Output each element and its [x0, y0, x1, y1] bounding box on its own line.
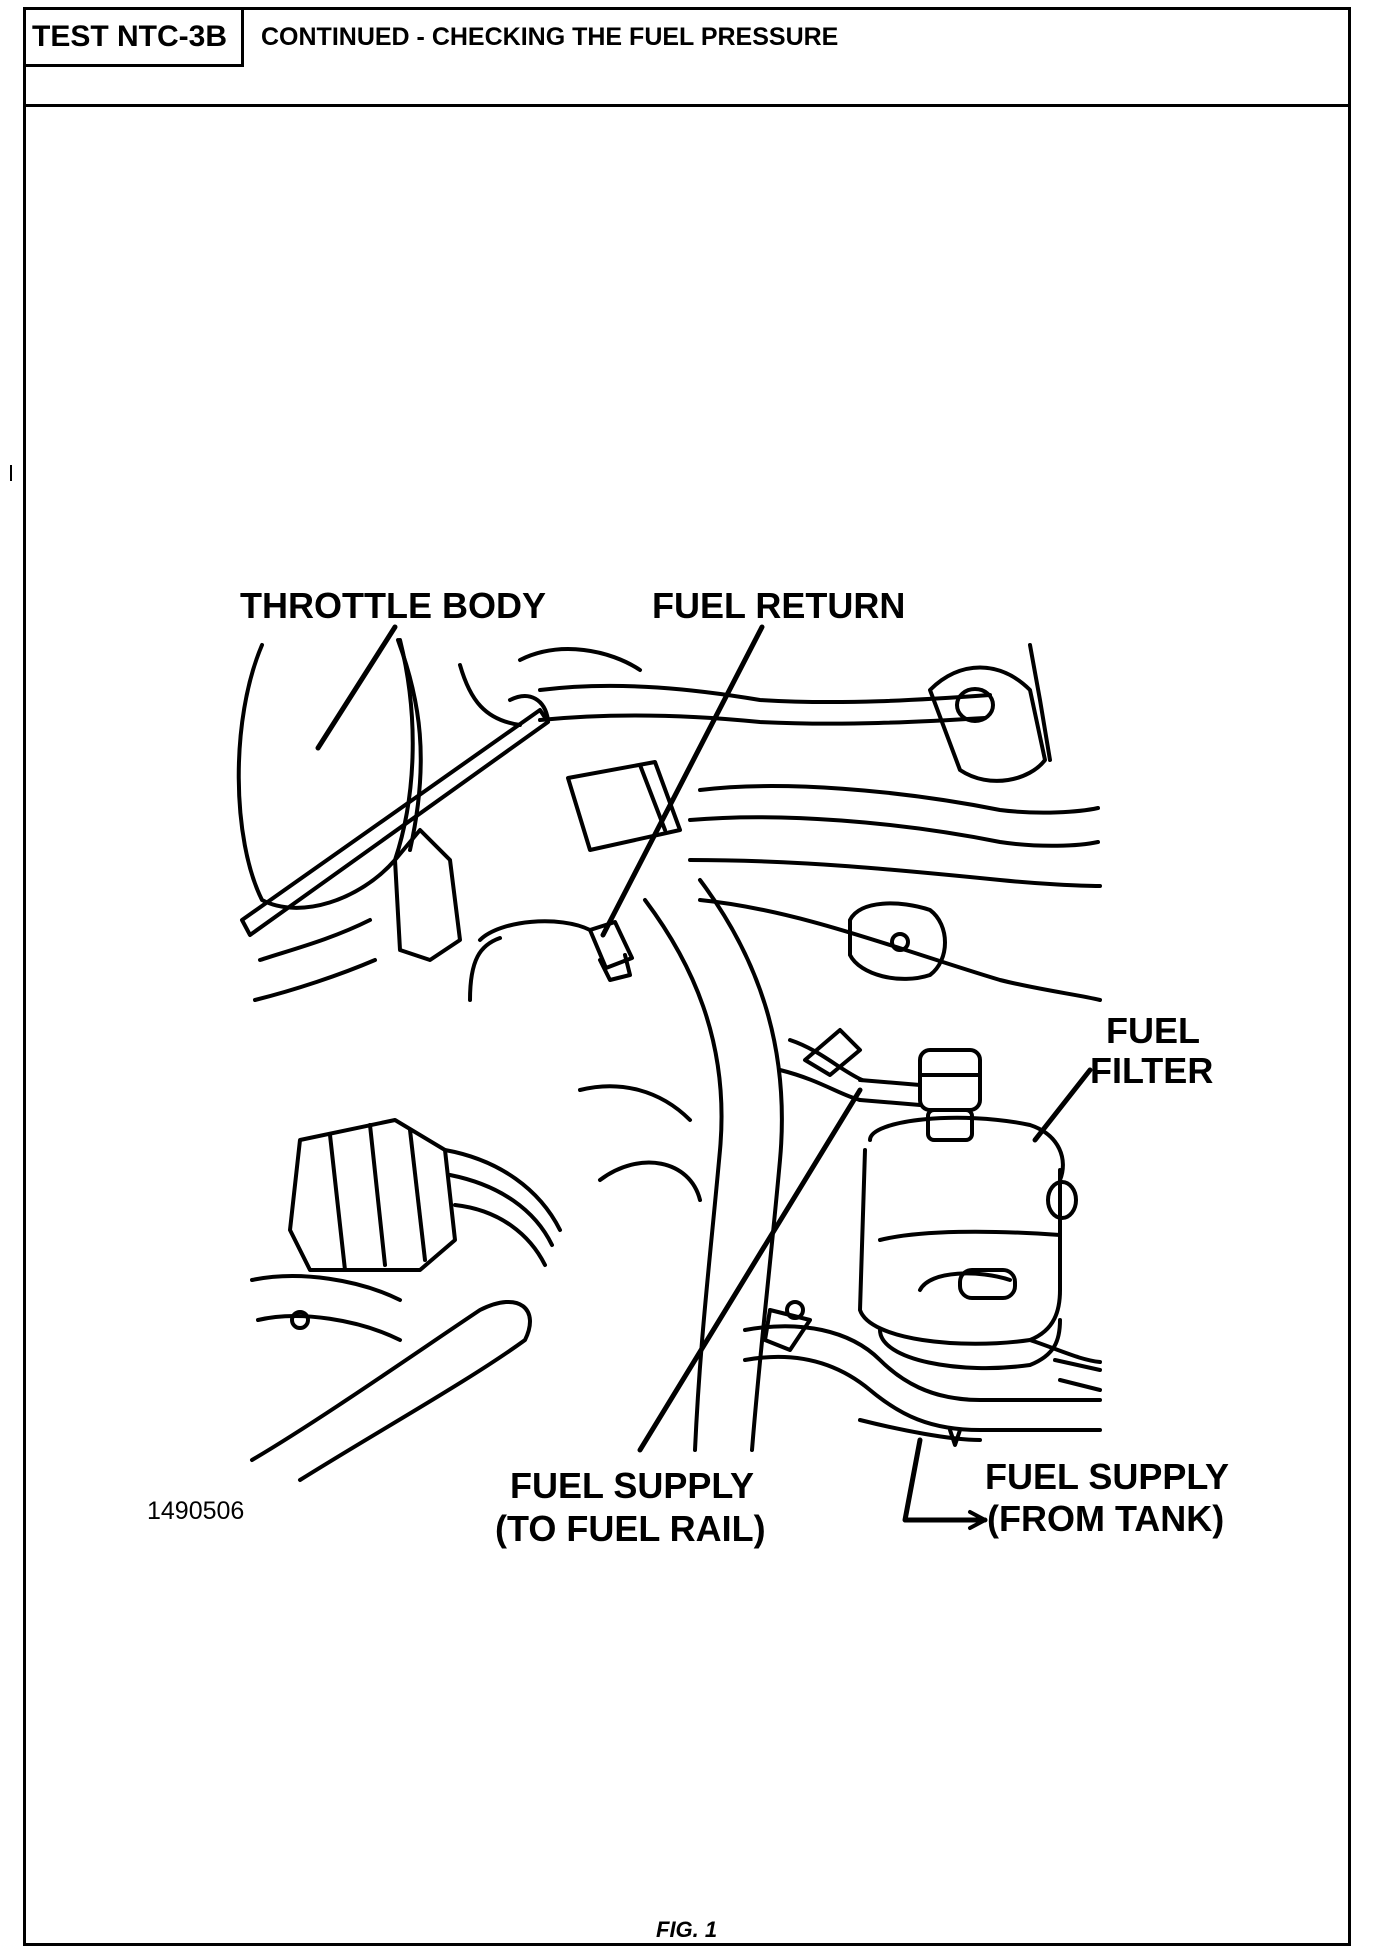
middle-hose — [698, 784, 1100, 815]
mount-boss — [848, 901, 947, 981]
fuel-filter-shape — [858, 1048, 1078, 1371]
label-fuel-supply-tank-1: FUEL SUPPLY — [985, 1456, 1230, 1497]
label-fuel-supply-rail-1: FUEL SUPPLY — [510, 1465, 755, 1506]
label-fuel-filter-1: FUEL — [1106, 1010, 1200, 1051]
throttle-body-shape — [236, 638, 415, 910]
label-fuel-return: FUEL RETURN — [652, 585, 906, 626]
linkage-rod — [240, 708, 550, 937]
bracket — [393, 828, 462, 962]
figure-caption: FIG. 1 — [656, 1917, 718, 1942]
sensor-box — [566, 760, 682, 852]
label-fuel-supply-rail-2: (TO FUEL RAIL) — [495, 1508, 766, 1549]
wiring-connector — [288, 1118, 457, 1272]
lower-tube — [250, 1299, 532, 1482]
label-fuel-filter-2: FILTER — [1090, 1050, 1214, 1091]
label-fuel-supply-tank-2: (FROM TANK) — [987, 1498, 1225, 1539]
leader-lines — [315, 624, 1093, 1523]
margin-mark — [10, 465, 12, 481]
upper-hose — [538, 683, 992, 705]
header-title: CONTINUED - CHECKING THE FUEL PRESSURE — [261, 23, 839, 51]
test-id-box: TEST NTC-3B — [26, 10, 244, 67]
page-frame: TEST NTC-3B CONTINUED - CHECKING THE FUE… — [23, 7, 1351, 1946]
figure-id: 1490506 — [147, 1497, 245, 1525]
label-throttle-body: THROTTLE BODY — [240, 585, 546, 626]
page-header: TEST NTC-3B CONTINUED - CHECKING THE FUE… — [26, 10, 1348, 107]
supply-hose — [643, 898, 724, 1452]
